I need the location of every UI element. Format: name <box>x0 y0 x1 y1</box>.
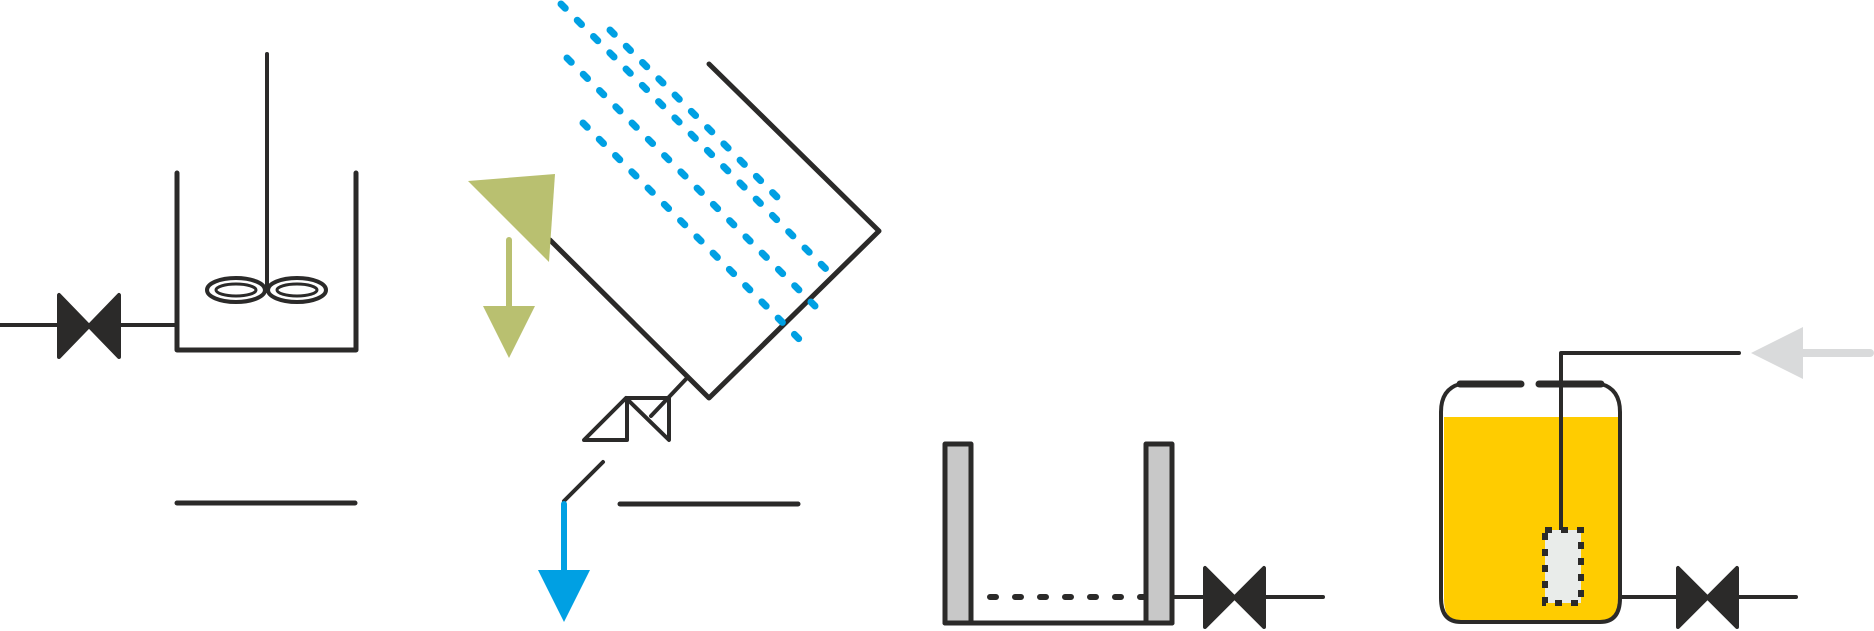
gate-valve-icon[interactable] <box>57 293 121 359</box>
tank-body <box>174 170 359 353</box>
dosing-vessel <box>1439 327 1874 629</box>
liquid-fill <box>1444 417 1618 622</box>
water-spray <box>557 0 830 344</box>
gate-valve-icon[interactable] <box>1676 566 1739 629</box>
check-valve-icon[interactable] <box>582 396 671 442</box>
outlet-pipe-lower <box>562 460 605 503</box>
inlet-arrow <box>1751 327 1874 379</box>
probe-icon <box>1542 527 1584 606</box>
outlet-arrow <box>538 501 590 622</box>
feed-arrow <box>483 237 535 358</box>
gate-valve-icon[interactable] <box>1203 566 1266 629</box>
right-wall <box>1143 441 1175 626</box>
drying-bed <box>942 441 1325 629</box>
settler-body <box>547 61 882 401</box>
feed-hopper-icon <box>468 174 555 262</box>
left-wall <box>942 441 974 626</box>
inclined-settler <box>468 0 882 622</box>
impeller-icon <box>205 276 328 304</box>
probe-line <box>1559 351 1741 532</box>
stirred-tank <box>0 52 359 506</box>
vessel-body <box>1439 382 1622 624</box>
